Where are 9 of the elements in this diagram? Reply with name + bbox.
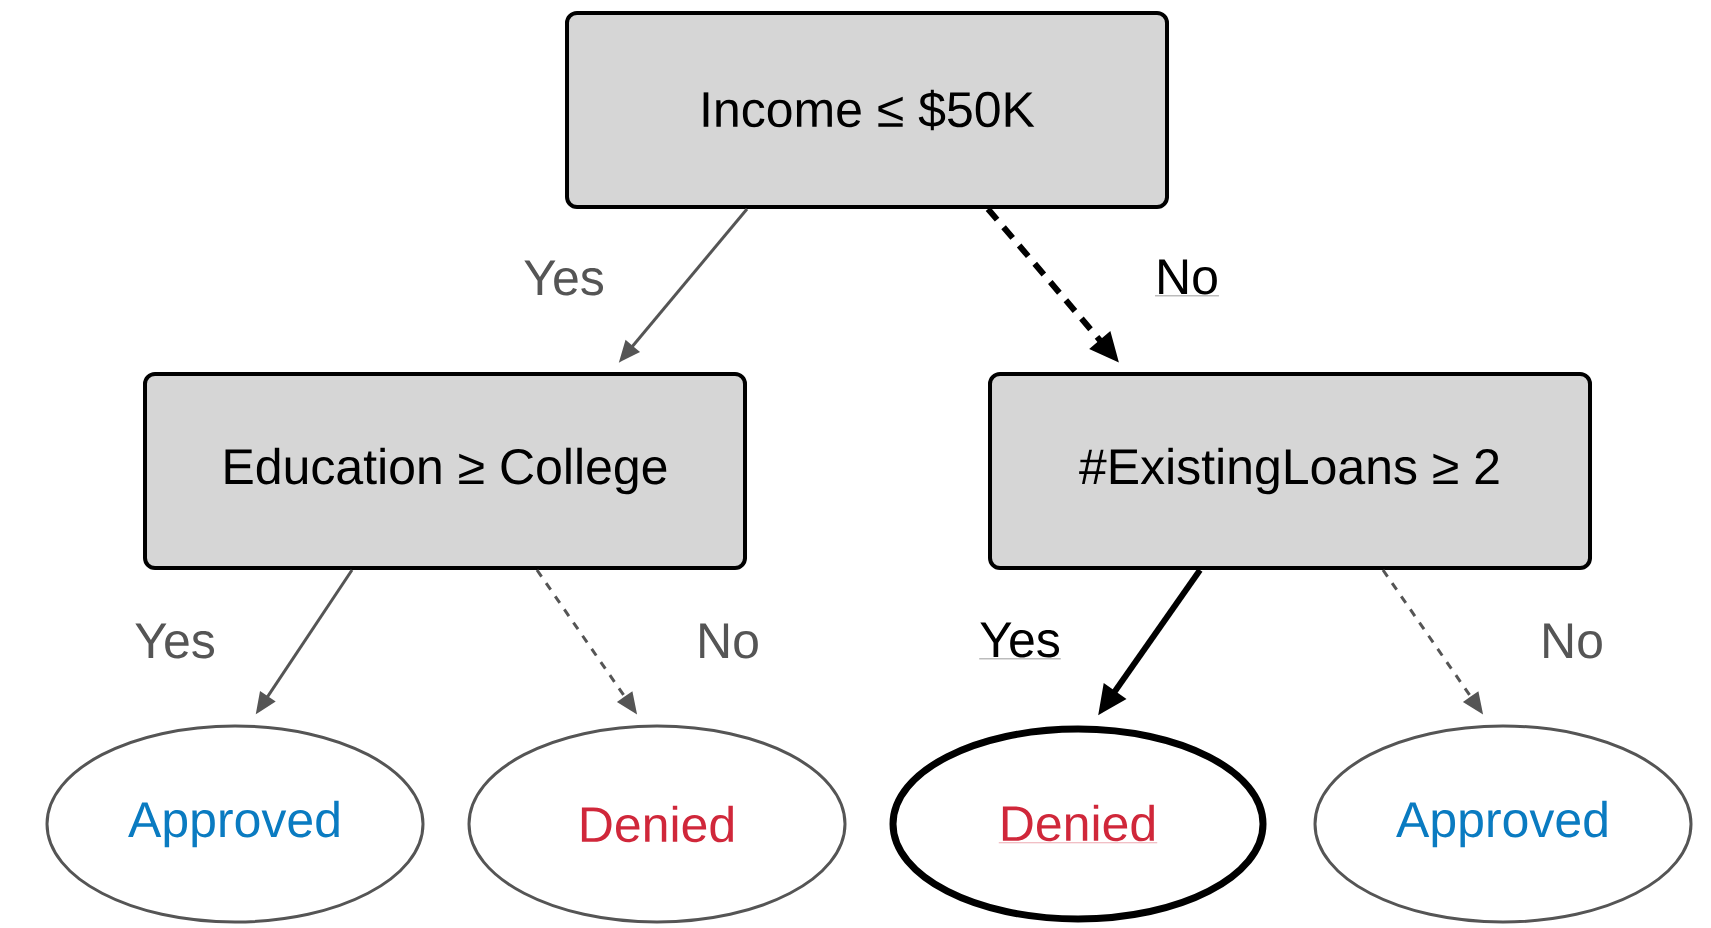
decision-box: #ExistingLoans ≥ 2	[988, 372, 1592, 570]
edge-label: Yes	[524, 260, 603, 296]
edge-label: Yes	[979, 622, 1061, 660]
decision-box: Income ≤ $50K	[565, 11, 1169, 209]
edge-label: Yes	[135, 623, 214, 659]
edge-label: No	[1154, 259, 1220, 297]
edge-label: No	[700, 623, 758, 659]
edge-label: No	[1544, 623, 1602, 659]
decision-box: Education ≥ College	[143, 372, 747, 570]
